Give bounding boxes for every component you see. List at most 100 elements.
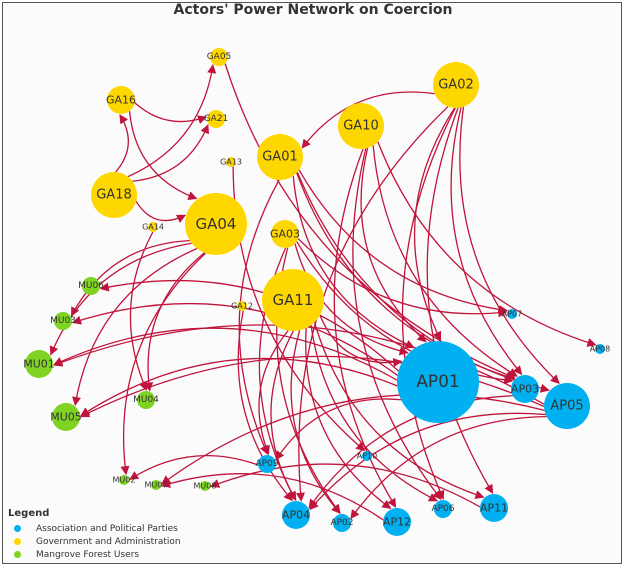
edge-ga11-ap09 bbox=[258, 330, 289, 455]
edge-ga10-ap12 bbox=[333, 148, 397, 508]
node-circle-ap11 bbox=[480, 494, 508, 522]
node-ap11[interactable]: AP11 bbox=[480, 494, 508, 522]
node-label-ga21: GA21 bbox=[204, 114, 229, 124]
node-label-mu05: MU05 bbox=[50, 411, 82, 424]
node-ga04[interactable]: GA04 bbox=[185, 193, 247, 255]
node-circle-ap02 bbox=[333, 514, 351, 532]
node-label-ga16: GA16 bbox=[106, 94, 136, 107]
edge-ga01-ap01 bbox=[292, 175, 415, 349]
node-label-ap03: AP03 bbox=[511, 383, 539, 396]
node-ap01[interactable]: AP01 bbox=[397, 341, 479, 423]
edge-ga18-ga05 bbox=[127, 64, 217, 178]
node-circle-ga03 bbox=[271, 220, 299, 248]
node-mu06[interactable]: MU06 bbox=[78, 277, 104, 295]
node-label-ga01: GA01 bbox=[262, 150, 298, 165]
node-ga01[interactable]: GA01 bbox=[257, 134, 303, 180]
node-mu07[interactable]: MU07 bbox=[145, 480, 168, 490]
node-ga03[interactable]: GA03 bbox=[270, 220, 300, 248]
edge-ga11-ap11 bbox=[313, 322, 485, 499]
legend-item-government: Government and Administration bbox=[8, 535, 181, 548]
edge-ga10-ap08 bbox=[377, 141, 597, 347]
node-circle-ga10 bbox=[338, 103, 384, 149]
node-circle-ap03 bbox=[511, 375, 539, 403]
edge-ap03-ap04 bbox=[308, 395, 513, 509]
node-ap07[interactable]: AP07 bbox=[502, 309, 522, 319]
edge-ap01-mu06 bbox=[99, 279, 399, 372]
node-label-ap11: AP11 bbox=[480, 502, 508, 515]
node-ap02[interactable]: AP02 bbox=[330, 514, 354, 532]
edge-ap05-ap02 bbox=[350, 415, 547, 520]
node-label-ga18: GA18 bbox=[96, 188, 132, 203]
node-circle-ap07 bbox=[507, 309, 517, 319]
node-ga21[interactable]: GA21 bbox=[204, 110, 229, 128]
node-ga11[interactable]: GA11 bbox=[262, 269, 324, 331]
node-circle-mu08 bbox=[200, 481, 210, 491]
node-ap09[interactable]: AP09 bbox=[255, 455, 279, 473]
node-label-mu03: MU03 bbox=[50, 316, 76, 326]
node-label-ga11: GA11 bbox=[273, 291, 314, 309]
node-label-ga13: GA13 bbox=[220, 158, 242, 167]
node-mu08[interactable]: MU08 bbox=[194, 481, 217, 491]
edge-ga11-ap12 bbox=[305, 328, 392, 509]
node-ga18[interactable]: GA18 bbox=[91, 172, 137, 218]
node-circle-mu05 bbox=[52, 403, 80, 431]
edge-ap12-mu07 bbox=[161, 473, 384, 521]
node-mu04[interactable]: MU04 bbox=[133, 391, 159, 409]
node-ga16[interactable]: GA16 bbox=[106, 86, 136, 114]
node-ap03[interactable]: AP03 bbox=[511, 375, 539, 403]
edge-ga04-mu03 bbox=[70, 239, 190, 317]
edge-layer bbox=[49, 63, 597, 521]
node-ap12[interactable]: AP12 bbox=[383, 508, 411, 536]
legend-label-mangrove: Mangrove Forest Users bbox=[36, 549, 140, 560]
edge-ga02-ga01 bbox=[301, 91, 435, 149]
node-mu05[interactable]: MU05 bbox=[50, 403, 82, 431]
node-ga02[interactable]: GA02 bbox=[433, 62, 479, 108]
node-ga10[interactable]: GA10 bbox=[338, 103, 384, 149]
node-label-mu04: MU04 bbox=[133, 395, 159, 405]
legend-item-association: Association and Political Parties bbox=[8, 522, 181, 535]
edge-ga02-ap05 bbox=[459, 106, 560, 384]
node-circle-ga14 bbox=[148, 222, 158, 232]
node-label-ap05: AP05 bbox=[550, 399, 583, 414]
node-ap08[interactable]: AP08 bbox=[590, 344, 610, 354]
node-ap06[interactable]: AP06 bbox=[431, 500, 455, 518]
legend-label-association: Association and Political Parties bbox=[36, 523, 178, 534]
edge-ga18-ga16 bbox=[115, 114, 129, 173]
node-circle-ap01 bbox=[397, 341, 479, 423]
edge-ga02-ap11 bbox=[426, 107, 494, 494]
edge-ga04-mu02 bbox=[120, 252, 206, 476]
node-label-ga14: GA14 bbox=[142, 223, 164, 232]
edge-ga18-ga21 bbox=[132, 124, 210, 182]
node-mu01[interactable]: MU01 bbox=[23, 350, 55, 378]
node-ap04[interactable]: AP04 bbox=[282, 501, 310, 529]
node-ga12[interactable]: GA12 bbox=[231, 301, 253, 311]
node-circle-ga04 bbox=[185, 193, 247, 255]
node-circle-ga01 bbox=[257, 134, 303, 180]
node-circle-ap05 bbox=[544, 383, 590, 429]
node-mu02[interactable]: MU02 bbox=[113, 475, 136, 485]
node-ap05[interactable]: AP05 bbox=[544, 383, 590, 429]
edge-ga18-ga04 bbox=[135, 200, 187, 223]
legend-swatch-mangrove bbox=[14, 551, 21, 558]
node-label-ap07: AP07 bbox=[502, 310, 522, 319]
node-circle-mu01 bbox=[25, 350, 53, 378]
node-label-ap09: AP09 bbox=[255, 459, 278, 469]
node-ga14[interactable]: GA14 bbox=[142, 222, 164, 232]
legend: Legend Association and Political Parties… bbox=[8, 508, 181, 561]
edge-ga01-ap09 bbox=[238, 179, 280, 455]
node-mu03[interactable]: MU03 bbox=[50, 312, 76, 330]
edge-ga01-ap05 bbox=[296, 171, 550, 393]
edge-ga02-ap04 bbox=[295, 106, 449, 502]
edge-ga01-ap07 bbox=[298, 169, 508, 315]
node-ga05[interactable]: GA05 bbox=[207, 48, 232, 66]
node-circle-ga11 bbox=[262, 269, 324, 331]
edge-ga04-mu01 bbox=[49, 242, 192, 356]
node-label-mu01: MU01 bbox=[23, 358, 55, 371]
node-ap10[interactable]: AP10 bbox=[357, 451, 377, 461]
node-circle-mu07 bbox=[151, 480, 161, 490]
node-label-ga12: GA12 bbox=[231, 302, 253, 311]
node-label-mu07: MU07 bbox=[145, 481, 168, 490]
edge-ap09-mu02 bbox=[129, 455, 259, 480]
node-ga13[interactable]: GA13 bbox=[220, 157, 242, 167]
